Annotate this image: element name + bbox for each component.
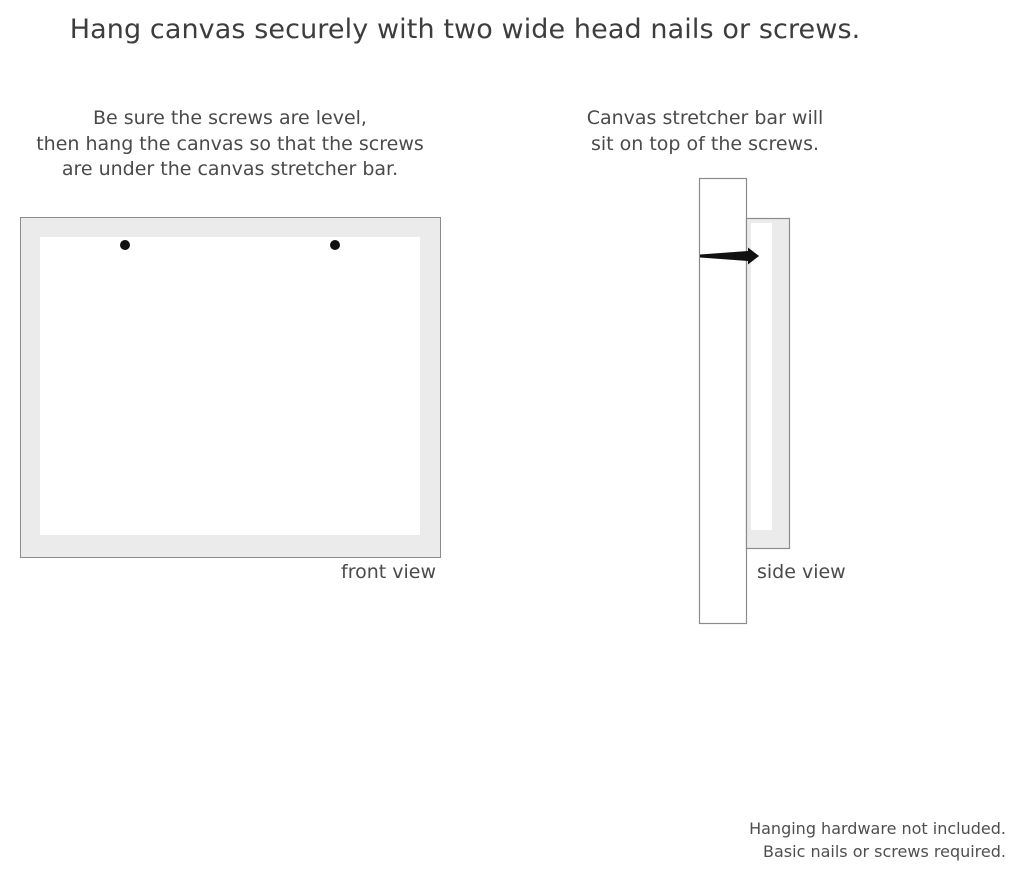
page-title: Hang canvas securely with two wide head …	[69, 14, 861, 45]
front-view-illustration	[20, 217, 441, 558]
side-view-stretcher-bar	[751, 223, 772, 530]
footer-note-line-2: Basic nails or screws required.	[763, 842, 1006, 861]
footer-note: Hanging hardware not included. Basic nai…	[749, 817, 1006, 863]
front-view-screw-right	[330, 240, 340, 250]
front-view-caption-line-2: then hang the canvas so that the screws	[36, 132, 424, 155]
front-view-caption-line-1: Be sure the screws are level,	[93, 107, 367, 129]
front-view-caption-line-3: are under the canvas stretcher bar.	[61, 158, 399, 180]
side-view-label: side view	[757, 561, 846, 583]
front-view-canvas-frame	[20, 217, 441, 558]
footer-note-line-1: Hanging hardware not included.	[749, 819, 1006, 838]
side-view-caption-line-2: sit on top of the screws.	[590, 132, 820, 155]
front-view-label: front view	[341, 561, 436, 583]
side-view-canvas-slab	[745, 217, 791, 550]
side-view-screw	[700, 247, 759, 265]
side-view-caption: Canvas stretcher bar will sit on top of …	[565, 106, 845, 157]
front-view-screw-left	[120, 240, 130, 250]
front-view-canvas-face	[40, 237, 420, 535]
side-view-illustration	[698, 177, 791, 625]
front-view-caption: Be sure the screws are level, then hang …	[20, 106, 440, 183]
side-view-wall	[698, 177, 748, 625]
side-view-caption-line-1: Canvas stretcher bar will	[586, 107, 824, 129]
